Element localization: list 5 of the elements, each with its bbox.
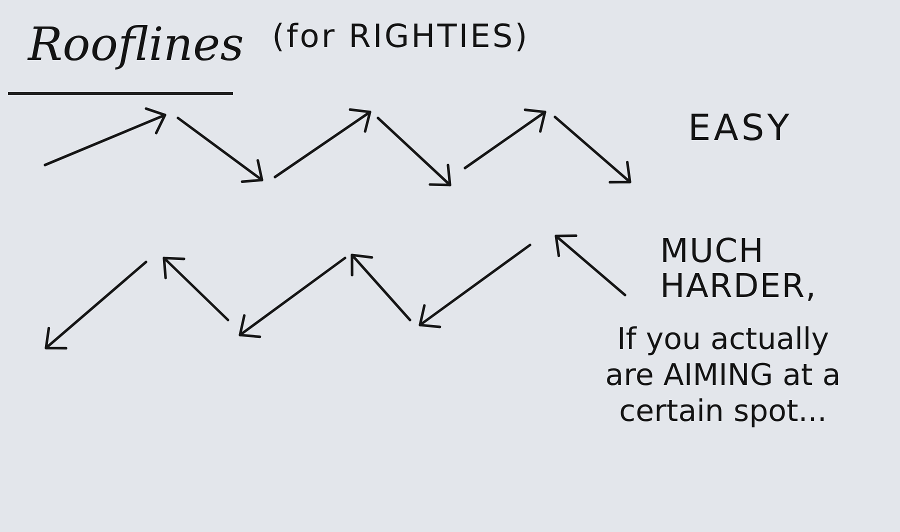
row-label: MUCH HARDER, (660, 234, 818, 304)
title: Rooflines (28, 20, 244, 68)
note: If you actually are AIMING at a certain spot... (604, 322, 842, 430)
subtitle: (for RIGHTIES) (272, 20, 530, 54)
row-label: EASY (688, 110, 792, 148)
